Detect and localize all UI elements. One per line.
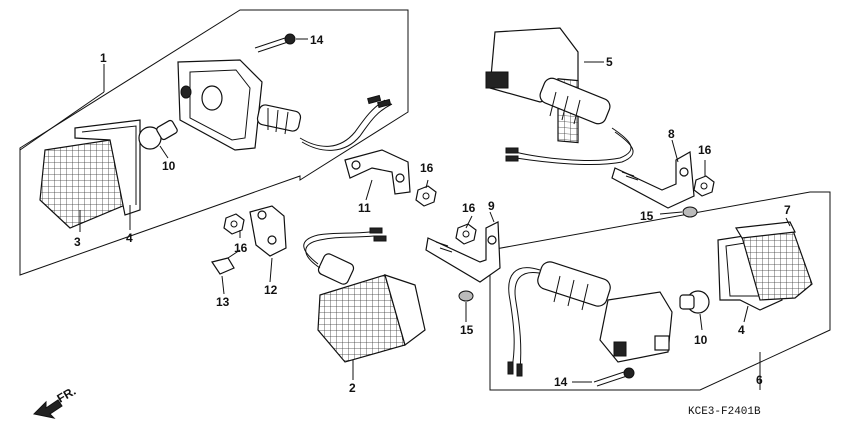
callout-12: 12 (264, 283, 278, 297)
nut-16-a (415, 185, 437, 207)
bracket-12 (249, 205, 287, 257)
callout-15-a: 15 (640, 209, 654, 223)
callout-7: 7 (784, 203, 791, 217)
callout-15-b: 15 (460, 323, 474, 337)
callout-6: 6 (756, 373, 763, 387)
callout-8: 8 (668, 127, 675, 141)
front-arrow-icon (32, 399, 63, 419)
callout-3: 3 (74, 235, 81, 249)
lens-3 (39, 139, 126, 229)
callout-1: 1 (100, 51, 107, 65)
callout-14-bottom: 14 (554, 375, 568, 389)
left-winker-assembly (39, 59, 393, 229)
callout-5: 5 (606, 55, 613, 69)
bracket-8 (611, 151, 695, 209)
stem-left (256, 104, 302, 132)
bracket-9 (425, 221, 501, 283)
leader-lines (19, 38, 791, 390)
clip-13 (211, 249, 241, 275)
gasket-4-left (74, 119, 141, 216)
callout-16-b: 16 (234, 241, 248, 255)
assembly-6-boundary (489, 191, 831, 391)
bracket-11 (344, 149, 411, 195)
callout-9: 9 (488, 199, 495, 213)
right-winker-assembly (507, 221, 813, 377)
callout-10-left: 10 (162, 159, 176, 173)
nut-16-b (223, 213, 245, 235)
screw-14-bottom (593, 367, 635, 387)
callout-16-a: 16 (420, 161, 434, 175)
assembly-1-boundary (19, 9, 409, 276)
callout-16-d: 16 (462, 201, 476, 215)
callout-11: 11 (358, 201, 371, 215)
callout-4-left: 4 (126, 231, 133, 245)
washer-15-a (682, 206, 698, 218)
lens-2 (317, 274, 406, 363)
callout-14-top: 14 (310, 33, 324, 47)
callout-16-c: 16 (698, 143, 712, 157)
callout-13: 13 (216, 295, 230, 309)
front-direction-indicator: FR. (32, 384, 78, 419)
nut-16-c (693, 175, 715, 197)
callout-10-right: 10 (694, 333, 708, 347)
diagram-code: KCE3-F2401B (688, 406, 761, 418)
callout-2: 2 (349, 381, 356, 395)
right-winker-top (485, 27, 634, 166)
washer-15-b (458, 290, 474, 302)
rear-left-winker (303, 227, 426, 363)
callout-4-right: 4 (738, 323, 745, 337)
wire-left (299, 99, 386, 147)
screw-14-top (254, 33, 296, 53)
